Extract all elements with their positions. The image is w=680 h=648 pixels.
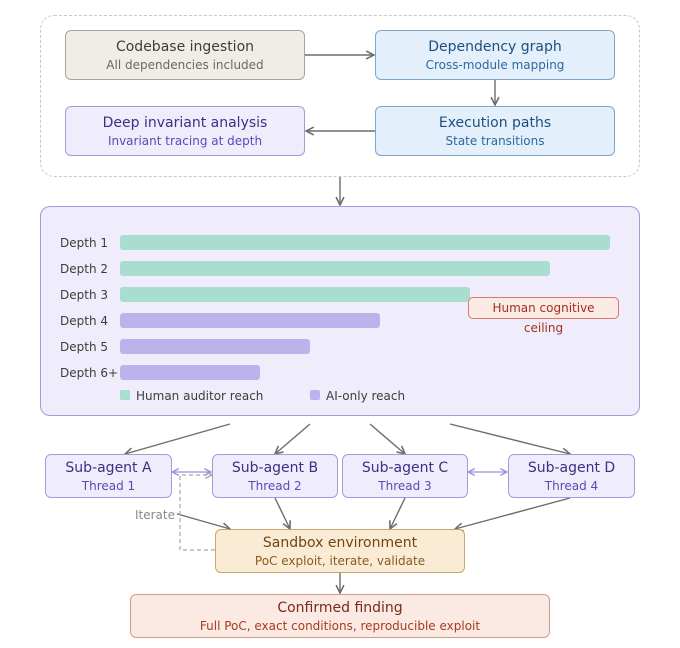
execution-paths-title: Execution paths — [438, 114, 552, 131]
depth-bar-1 — [120, 235, 610, 250]
arrow-agent-d-to-sandbox — [455, 497, 571, 529]
sandbox-environment-subtitle: PoC exploit, iterate, validate — [254, 553, 426, 568]
arrow-chart-to-agent-d — [449, 423, 570, 454]
legend-label-human: Human auditor reach — [136, 389, 264, 403]
depth-bar-6 — [120, 365, 260, 380]
sub-agent-b-box: Sub-agent B Thread 2 — [212, 454, 338, 498]
sub-agent-a-thread: Thread 1 — [81, 478, 136, 493]
sub-agent-a-title: Sub-agent A — [65, 459, 152, 476]
sub-agent-c-box: Sub-agent C Thread 3 — [342, 454, 468, 498]
deep-invariant-analysis-box: Deep invariant analysis Invariant tracin… — [65, 106, 305, 156]
iterate-label: Iterate — [133, 508, 178, 522]
legend-swatch-human — [120, 390, 130, 400]
legend-swatch-ai — [310, 390, 320, 400]
confirmed-finding-subtitle: Full PoC, exact conditions, reproducible… — [199, 618, 481, 633]
execution-paths-subtitle: State transitions — [445, 133, 545, 148]
arrow-agent-b-to-sandbox — [274, 497, 290, 529]
depth-label-4: Depth 4 — [60, 314, 108, 328]
codebase-ingestion-subtitle: All dependencies included — [106, 57, 264, 72]
depth-label-6: Depth 6+ — [60, 366, 119, 380]
sub-agent-d-box: Sub-agent D Thread 4 — [508, 454, 635, 498]
sub-agent-b-thread: Thread 2 — [248, 478, 302, 493]
arrow-agent-c-to-sandbox — [390, 497, 406, 529]
depth-bar-5 — [120, 339, 310, 354]
sub-agent-c-title: Sub-agent C — [361, 459, 449, 476]
sub-agent-d-thread: Thread 4 — [544, 478, 599, 493]
depth-bar-3 — [120, 287, 470, 302]
legend-label-ai: AI-only reach — [326, 389, 406, 403]
arrow-chart-to-agent-a — [125, 423, 231, 454]
confirmed-finding-title: Confirmed finding — [277, 599, 403, 616]
codebase-ingestion-title: Codebase ingestion — [115, 38, 255, 55]
human-cognitive-ceiling-label: Human cognitive ceiling — [468, 297, 619, 335]
sub-agent-c-thread: Thread 3 — [378, 478, 432, 493]
depth-bar-2 — [120, 261, 550, 276]
arrow-chart-to-agent-c — [369, 423, 405, 454]
depth-label-2: Depth 2 — [60, 262, 108, 276]
dependency-graph-subtitle: Cross-module mapping — [425, 57, 565, 72]
dependency-graph-title: Dependency graph — [428, 38, 562, 55]
deep-invariant-analysis-subtitle: Invariant tracing at depth — [107, 133, 263, 148]
sub-agent-d-title: Sub-agent D — [527, 459, 616, 476]
depth-bar-4 — [120, 313, 380, 328]
sub-agent-a-box: Sub-agent A Thread 1 — [45, 454, 172, 498]
execution-paths-box: Execution paths State transitions — [375, 106, 615, 156]
arrow-chart-to-agent-b — [275, 423, 311, 454]
dependency-graph-box: Dependency graph Cross-module mapping — [375, 30, 615, 80]
iterate-loop — [179, 475, 215, 551]
sandbox-environment-title: Sandbox environment — [262, 534, 418, 551]
depth-label-1: Depth 1 — [60, 236, 108, 250]
confirmed-finding-box: Confirmed finding Full PoC, exact condit… — [130, 594, 550, 638]
deep-invariant-analysis-title: Deep invariant analysis — [102, 114, 268, 131]
codebase-ingestion-box: Codebase ingestion All dependencies incl… — [65, 30, 305, 80]
depth-label-5: Depth 5 — [60, 340, 108, 354]
sandbox-environment-box: Sandbox environment PoC exploit, iterate… — [215, 529, 465, 573]
analysis-pipeline-frame — [40, 15, 640, 177]
depth-label-3: Depth 3 — [60, 288, 108, 302]
sub-agent-b-title: Sub-agent B — [231, 459, 319, 476]
